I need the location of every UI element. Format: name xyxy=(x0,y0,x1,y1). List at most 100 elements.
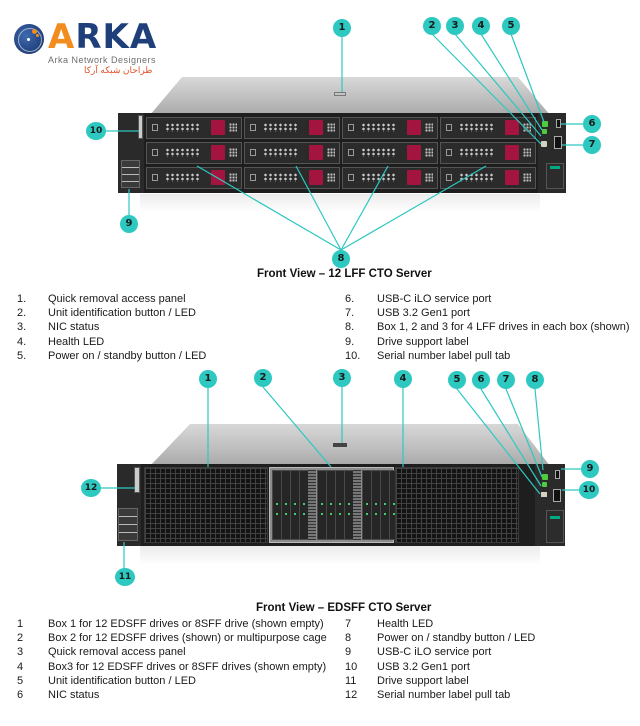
lff-drive-bay[interactable] xyxy=(244,142,340,164)
lff-callout-5: 5 xyxy=(502,17,520,35)
drive-label xyxy=(446,149,452,156)
drive-grille xyxy=(361,173,397,182)
lff-drive-bay[interactable] xyxy=(440,167,536,189)
legend-item-text: Unit identification button / LED xyxy=(48,307,196,320)
drive-vent xyxy=(327,123,335,132)
drive-latch[interactable] xyxy=(407,120,421,135)
edsff-callout-3: 3 xyxy=(333,369,351,387)
legend-item-number: 10 xyxy=(345,660,358,673)
edsff-callout-6: 6 xyxy=(472,371,490,389)
drive-latch[interactable] xyxy=(407,170,421,185)
drive-latch[interactable] xyxy=(407,145,421,160)
legend-item-text: USB 3.2 Gen1 port xyxy=(377,660,470,673)
drive-grille xyxy=(263,123,299,132)
usb-c-port[interactable] xyxy=(556,119,561,128)
drive-latch[interactable] xyxy=(309,120,323,135)
lff-drive-bay[interactable] xyxy=(244,167,340,189)
drive-vent xyxy=(425,148,433,157)
drive-grille xyxy=(361,148,397,157)
drive-latch[interactable] xyxy=(309,145,323,160)
hpe-pull-label xyxy=(546,510,564,543)
usb-c-port[interactable] xyxy=(555,470,560,479)
legend-item-text: Power on / standby button / LED xyxy=(48,349,207,362)
drive-label xyxy=(446,174,452,181)
lff-drive-bay[interactable] xyxy=(342,142,438,164)
legend-item-text: USB 3.2 Gen1 port xyxy=(377,307,470,320)
drive-grille xyxy=(459,148,495,157)
edsff-callout-12: 12 xyxy=(81,479,101,497)
drive-label xyxy=(250,174,256,181)
legend-item-text: Box3 for 12 EDSFF drives or 8SFF drives … xyxy=(48,660,327,673)
edsff-caption: Front View – EDSFF CTO Server xyxy=(256,602,432,614)
edsff-callout-7: 7 xyxy=(497,371,515,389)
legend-item: 8.Box 1, 2 and 3 for 4 LFF drives in eac… xyxy=(345,320,630,334)
hpe-logo-top-icon xyxy=(333,443,347,447)
arka-logo: ARKA Arka Network Designers طراحان شبکه … xyxy=(14,18,159,75)
lff-drive-bay[interactable] xyxy=(146,142,242,164)
drive-grille xyxy=(165,148,201,157)
lff-legend-right: 6. USB-C iLO service port 7. USB 3.2 Gen1 p… xyxy=(345,292,630,363)
box1-vent-empty xyxy=(144,467,268,543)
drive-label xyxy=(152,174,158,181)
legend-item-number: 5. xyxy=(17,349,27,362)
legend-item-text: Box 1, 2 and 3 for 4 LFF drives in each … xyxy=(377,321,630,334)
drive-grille xyxy=(459,173,495,182)
legend-item-text: Health LED xyxy=(48,335,105,348)
logo-tagline: Arka Network Designers xyxy=(48,55,157,65)
lff-callout-2: 2 xyxy=(423,17,441,35)
drive-latch[interactable] xyxy=(309,170,323,185)
edsff-callout-5: 5 xyxy=(448,371,466,389)
legend-item-number: 7 xyxy=(345,618,352,630)
drive-label xyxy=(152,149,158,156)
drive-vent xyxy=(327,173,335,182)
legend-item-text: Quick removal access panel xyxy=(48,646,186,659)
drive-latch[interactable] xyxy=(505,145,519,160)
drive-latch[interactable] xyxy=(211,145,225,160)
lff-drive-bay[interactable] xyxy=(244,117,340,139)
legend-item: 4. Health LED xyxy=(17,335,206,349)
edsff-callout-4: 4 xyxy=(394,370,412,388)
drive-latch[interactable] xyxy=(505,120,519,135)
drive-latch[interactable] xyxy=(211,170,225,185)
legend-item-number: 4 xyxy=(17,660,24,673)
usb-a-port[interactable] xyxy=(553,489,561,502)
power-button[interactable] xyxy=(541,141,547,147)
edsff-callout-11: 11 xyxy=(115,568,135,586)
usb-a-port[interactable] xyxy=(554,136,562,149)
legend-item-number: 4. xyxy=(17,335,27,348)
lff-drive-bay[interactable] xyxy=(146,117,242,139)
globe-icon xyxy=(14,24,44,54)
lff-callout-9: 9 xyxy=(120,215,138,233)
logo-tagline-farsi: طراحان شبکه آرکا xyxy=(84,65,153,75)
drive-vent xyxy=(523,173,531,182)
power-button[interactable] xyxy=(541,492,547,497)
drive-latch[interactable] xyxy=(505,170,519,185)
drive-label xyxy=(250,124,256,131)
lff-drive-bay[interactable] xyxy=(440,117,536,139)
legend-item-text: Drive support label xyxy=(377,335,469,348)
nic-led xyxy=(542,129,547,134)
legend-item-number: 2. xyxy=(17,307,27,320)
lff-drive-bay[interactable] xyxy=(440,142,536,164)
legend-item: 5. Power on / standby button / LED xyxy=(17,349,206,363)
legend-item-text: USB-C iLO service port xyxy=(377,293,492,305)
nic-led xyxy=(542,482,547,487)
legend-item-number: 7. xyxy=(345,307,355,320)
lff-drive-bay[interactable] xyxy=(146,167,242,189)
drive-label xyxy=(348,124,354,131)
legend-item-text: Power on / standby button / LED xyxy=(377,632,536,645)
legend-item-number: 6. xyxy=(345,293,355,305)
legend-item-text: Drive support label xyxy=(377,674,469,687)
edsff-callout-1: 1 xyxy=(199,370,217,388)
legend-item: 3.NIC status xyxy=(17,320,206,334)
drive-latch[interactable] xyxy=(211,120,225,135)
legend-item-text: NIC status xyxy=(48,689,100,702)
lff-drive-bay[interactable] xyxy=(342,167,438,189)
lff-drive-bay[interactable] xyxy=(342,117,438,139)
drive-vent xyxy=(523,148,531,157)
